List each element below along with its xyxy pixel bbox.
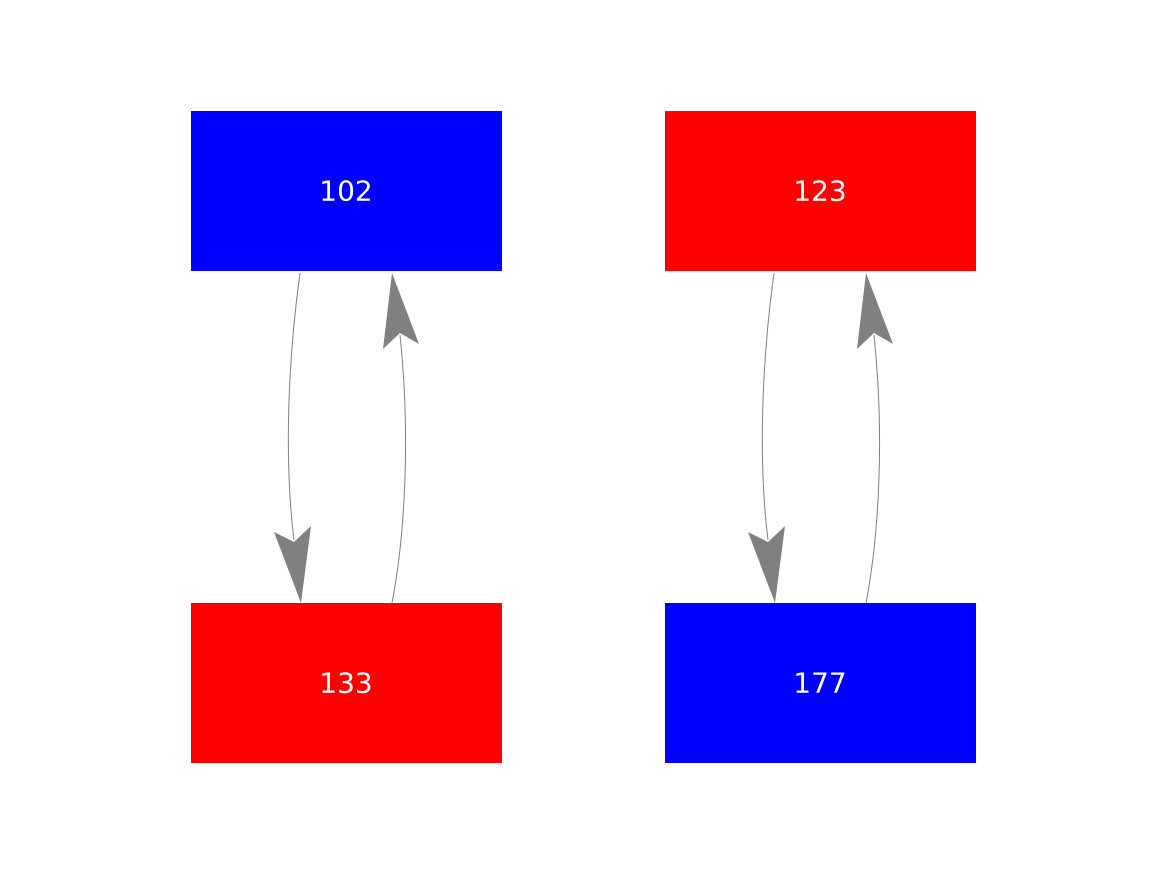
edge-123-to-177: [748, 272, 785, 603]
node-123[interactable]: 123: [665, 111, 976, 271]
edge-102-to-133-line: [287, 272, 301, 541]
node-177[interactable]: 177: [665, 603, 976, 763]
edge-177-to-123-arrowhead: [857, 273, 893, 349]
node-102[interactable]: 102: [191, 111, 502, 271]
edge-133-to-102: [383, 273, 419, 604]
node-133-label: 133: [319, 667, 372, 700]
node-102-label: 102: [319, 175, 372, 208]
node-123-label: 123: [793, 175, 846, 208]
node-177-box: [665, 603, 976, 763]
edge-133-to-102-line: [391, 334, 407, 604]
edge-177-to-123-line: [865, 334, 881, 604]
node-133[interactable]: 133: [191, 603, 502, 763]
edge-102-to-133: [274, 272, 311, 603]
node-102-box: [191, 111, 502, 271]
edge-133-to-102-arrowhead: [383, 273, 419, 349]
edge-177-to-123: [857, 273, 893, 604]
edge-123-to-177-line: [761, 272, 775, 541]
edge-102-to-133-arrowhead: [274, 526, 311, 603]
edge-123-to-177-arrowhead: [748, 526, 785, 603]
node-133-box: [191, 603, 502, 763]
node-123-box: [665, 111, 976, 271]
node-177-label: 177: [793, 667, 846, 700]
